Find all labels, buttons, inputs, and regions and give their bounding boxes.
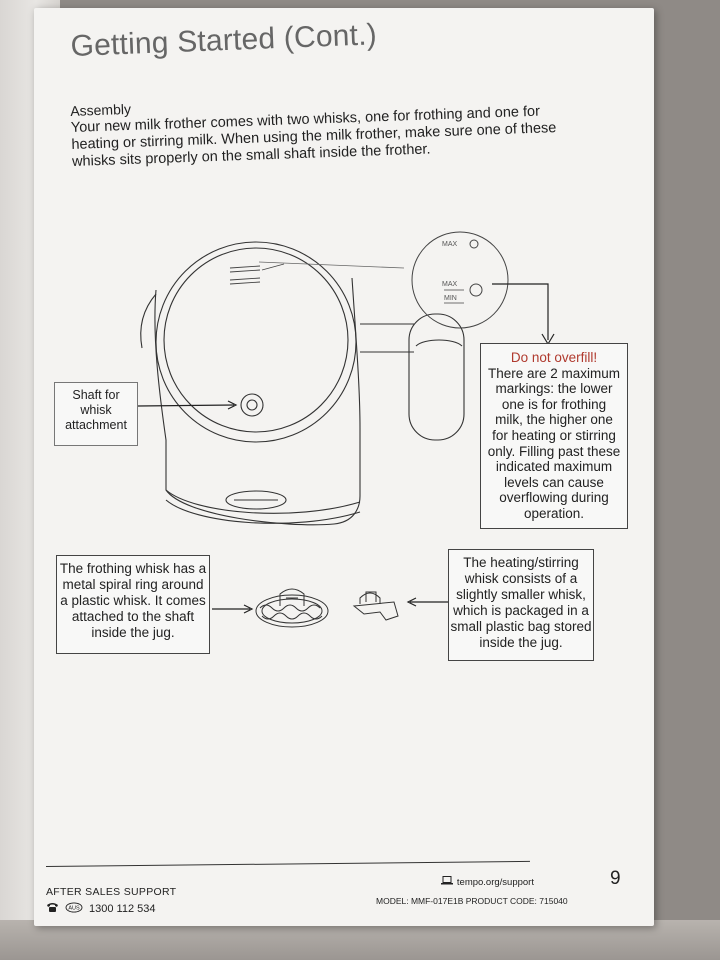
support-website-row: tempo.org/support xyxy=(376,876,534,888)
max-lower-label: MAX xyxy=(442,281,458,288)
shaft-callout-line1: Shaft for xyxy=(72,388,120,402)
heating-whisk-callout: The heating/stirring whisk consists of a… xyxy=(448,549,594,661)
aus-badge: AUS xyxy=(65,902,83,916)
support-label: AFTER SALES SUPPORT xyxy=(46,886,177,898)
warning-title: Do not overfill! xyxy=(510,350,598,365)
max-upper-label: MAX xyxy=(442,241,458,248)
table-surface xyxy=(0,920,720,960)
level-marking-zoom: MAX MAX MIN xyxy=(411,231,509,329)
support-phone: 1300 112 534 xyxy=(89,903,156,915)
frother-diagram: MAX MAX MIN xyxy=(137,231,555,628)
phone-row: AUS 1300 112 534 xyxy=(46,902,176,916)
overfill-warning-callout: Do not overfill! There are 2 maximum mar… xyxy=(480,343,628,529)
aus-badge-text: AUS xyxy=(68,906,80,912)
phone-icon xyxy=(46,902,59,916)
support-website: tempo.org/support xyxy=(456,876,534,888)
footer-support: AFTER SALES SUPPORT AUS 1300 112 534 xyxy=(46,886,176,916)
shaft-callout-line3: attachment xyxy=(65,418,127,432)
heating-whisk-illustration xyxy=(352,591,399,621)
manual-page: Getting Started (Cont.) Assembly Your ne… xyxy=(34,8,654,926)
laptop-icon xyxy=(440,876,453,888)
frother-jug-illustration xyxy=(140,241,465,526)
model-product-code: MODEL: MMF-017E1B PRODUCT CODE: 715040 xyxy=(376,896,568,906)
min-label: MIN xyxy=(444,295,457,302)
shaft-callout: Shaft for whisk attachment xyxy=(54,382,138,446)
footer-product-info: tempo.org/support MODEL: MMF-017E1B PROD… xyxy=(376,876,568,906)
warning-body: There are 2 maximum markings: the lower … xyxy=(487,365,621,521)
page-number: 9 xyxy=(610,868,621,889)
frothing-whisk-callout: The frothing whisk has a metal spiral ri… xyxy=(56,555,210,654)
max-markings-inside xyxy=(229,263,285,285)
frothing-whisk-illustration xyxy=(255,588,329,628)
shaft-callout-line2: whisk xyxy=(80,403,112,417)
